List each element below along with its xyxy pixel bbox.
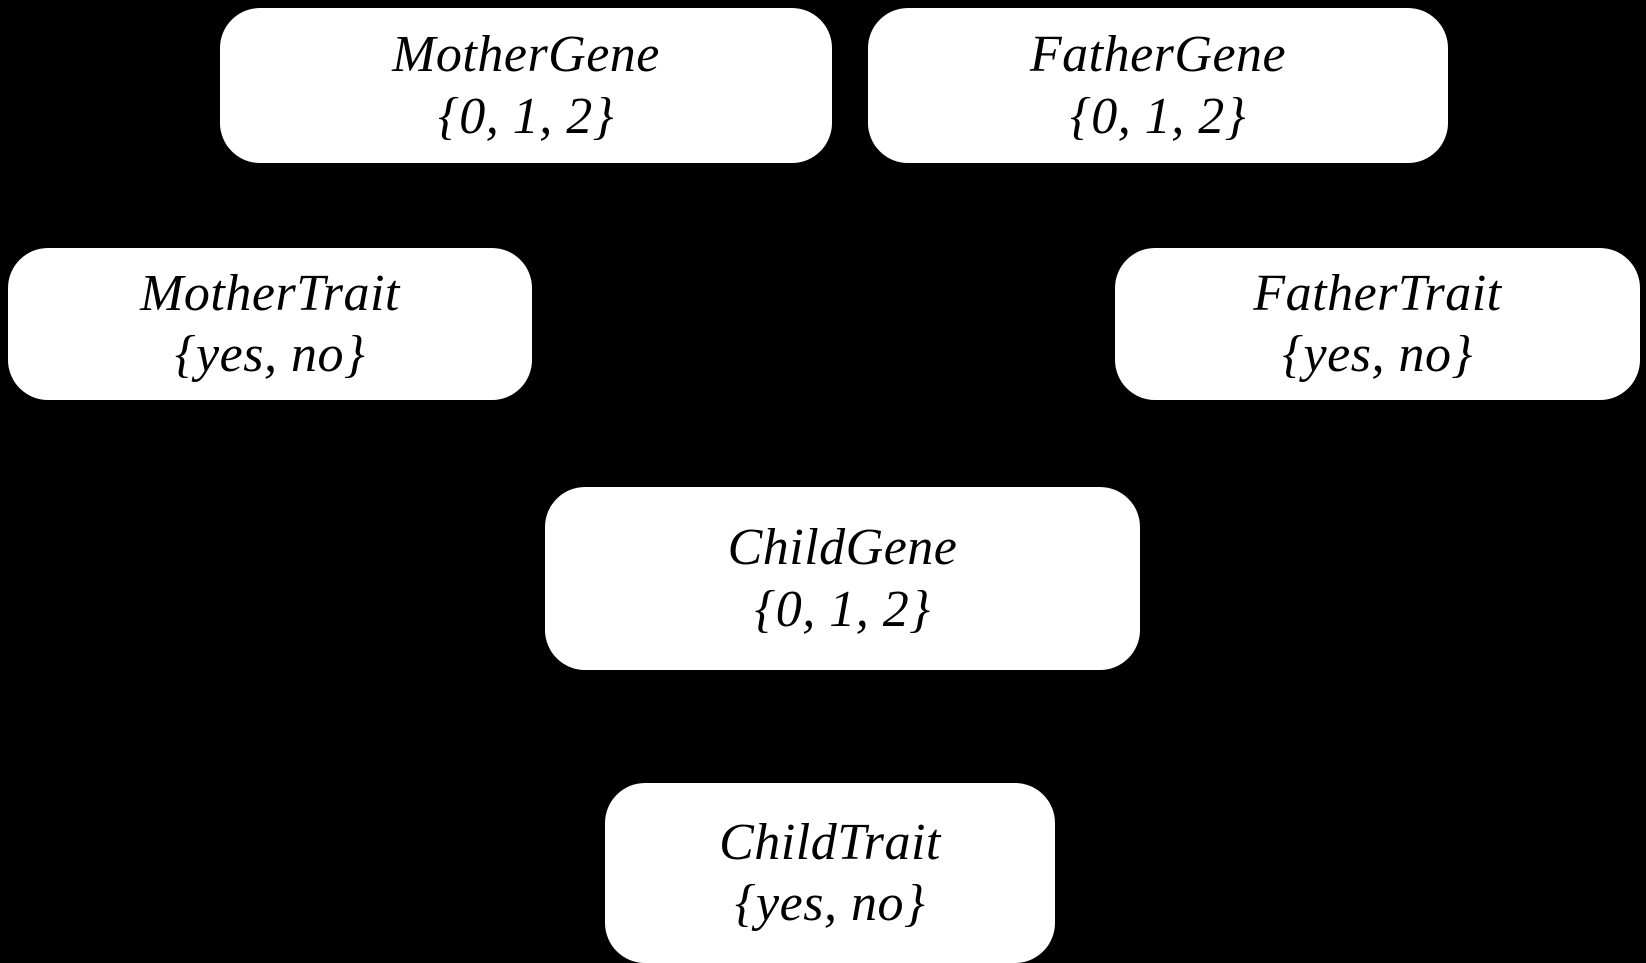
node-child-gene-label: ChildGene [727, 519, 958, 577]
node-father-gene[interactable]: FatherGene {0, 1, 2} [868, 8, 1448, 163]
node-mother-gene-label: MotherGene [392, 26, 660, 84]
node-mother-trait[interactable]: MotherTrait {yes, no} [8, 248, 532, 400]
node-child-gene[interactable]: ChildGene {0, 1, 2} [545, 487, 1140, 670]
node-father-gene-label: FatherGene [1029, 26, 1287, 84]
node-father-trait-domain: {yes, no} [1282, 326, 1473, 383]
node-father-trait[interactable]: FatherTrait {yes, no} [1115, 248, 1640, 400]
node-child-trait-label: ChildTrait [719, 813, 941, 871]
node-child-trait-domain: {yes, no} [734, 875, 926, 932]
node-child-trait[interactable]: ChildTrait {yes, no} [605, 783, 1055, 963]
node-mother-trait-domain: {yes, no} [174, 326, 366, 383]
node-mother-gene[interactable]: MotherGene {0, 1, 2} [220, 8, 832, 163]
node-mother-trait-label: MotherTrait [140, 264, 400, 322]
node-child-gene-domain: {0, 1, 2} [754, 580, 931, 638]
node-father-trait-label: FatherTrait [1253, 264, 1502, 322]
node-father-gene-domain: {0, 1, 2} [1069, 87, 1247, 145]
node-mother-gene-domain: {0, 1, 2} [437, 87, 615, 145]
